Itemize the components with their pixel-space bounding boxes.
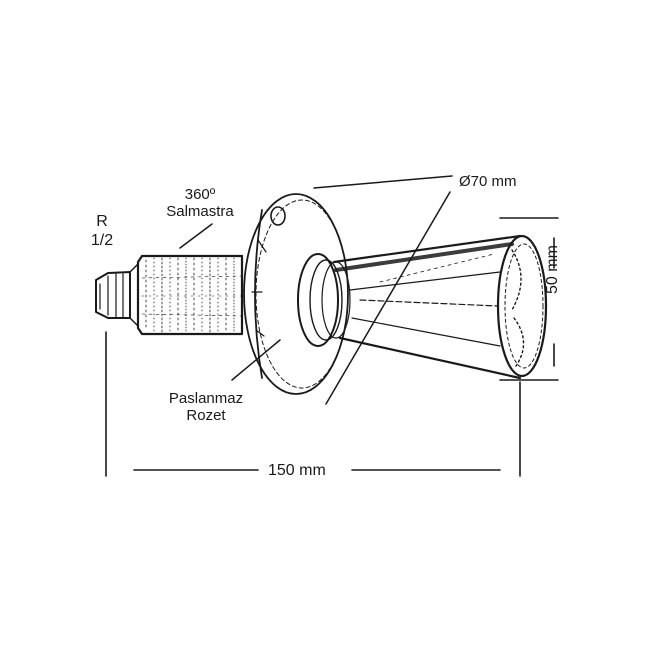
diameter-label: Ø70 mm bbox=[459, 173, 517, 190]
gasket-name-text: Salmastra bbox=[166, 203, 234, 220]
conical-spout bbox=[332, 234, 522, 380]
gasket-body bbox=[136, 254, 244, 336]
gasket-leader bbox=[179, 223, 213, 249]
leader-lines bbox=[179, 175, 453, 405]
gasket-label: 360º Salmastra bbox=[158, 186, 242, 220]
spout-outlet bbox=[496, 234, 548, 378]
rosette-material-text: Paslanmaz bbox=[168, 390, 244, 407]
rosette bbox=[243, 193, 349, 395]
gasket-angle-text: 360º bbox=[184, 186, 216, 203]
rosette-leader bbox=[231, 339, 281, 381]
hose-nipple bbox=[95, 263, 139, 327]
length-label: 150 mm bbox=[268, 462, 326, 479]
diameter-leader-bottom bbox=[325, 191, 451, 405]
rosette-name-text: Rozet bbox=[186, 407, 226, 424]
thread-label: R 1/2 bbox=[84, 212, 120, 250]
diameter-leader-top bbox=[313, 175, 453, 189]
height-label: 50 mm bbox=[544, 245, 561, 294]
thread-r-text: R bbox=[96, 213, 108, 230]
rosette-label: Paslanmaz Rozet bbox=[152, 390, 260, 424]
thread-size-text: 1/2 bbox=[90, 232, 114, 249]
dimension-lines bbox=[105, 217, 559, 477]
